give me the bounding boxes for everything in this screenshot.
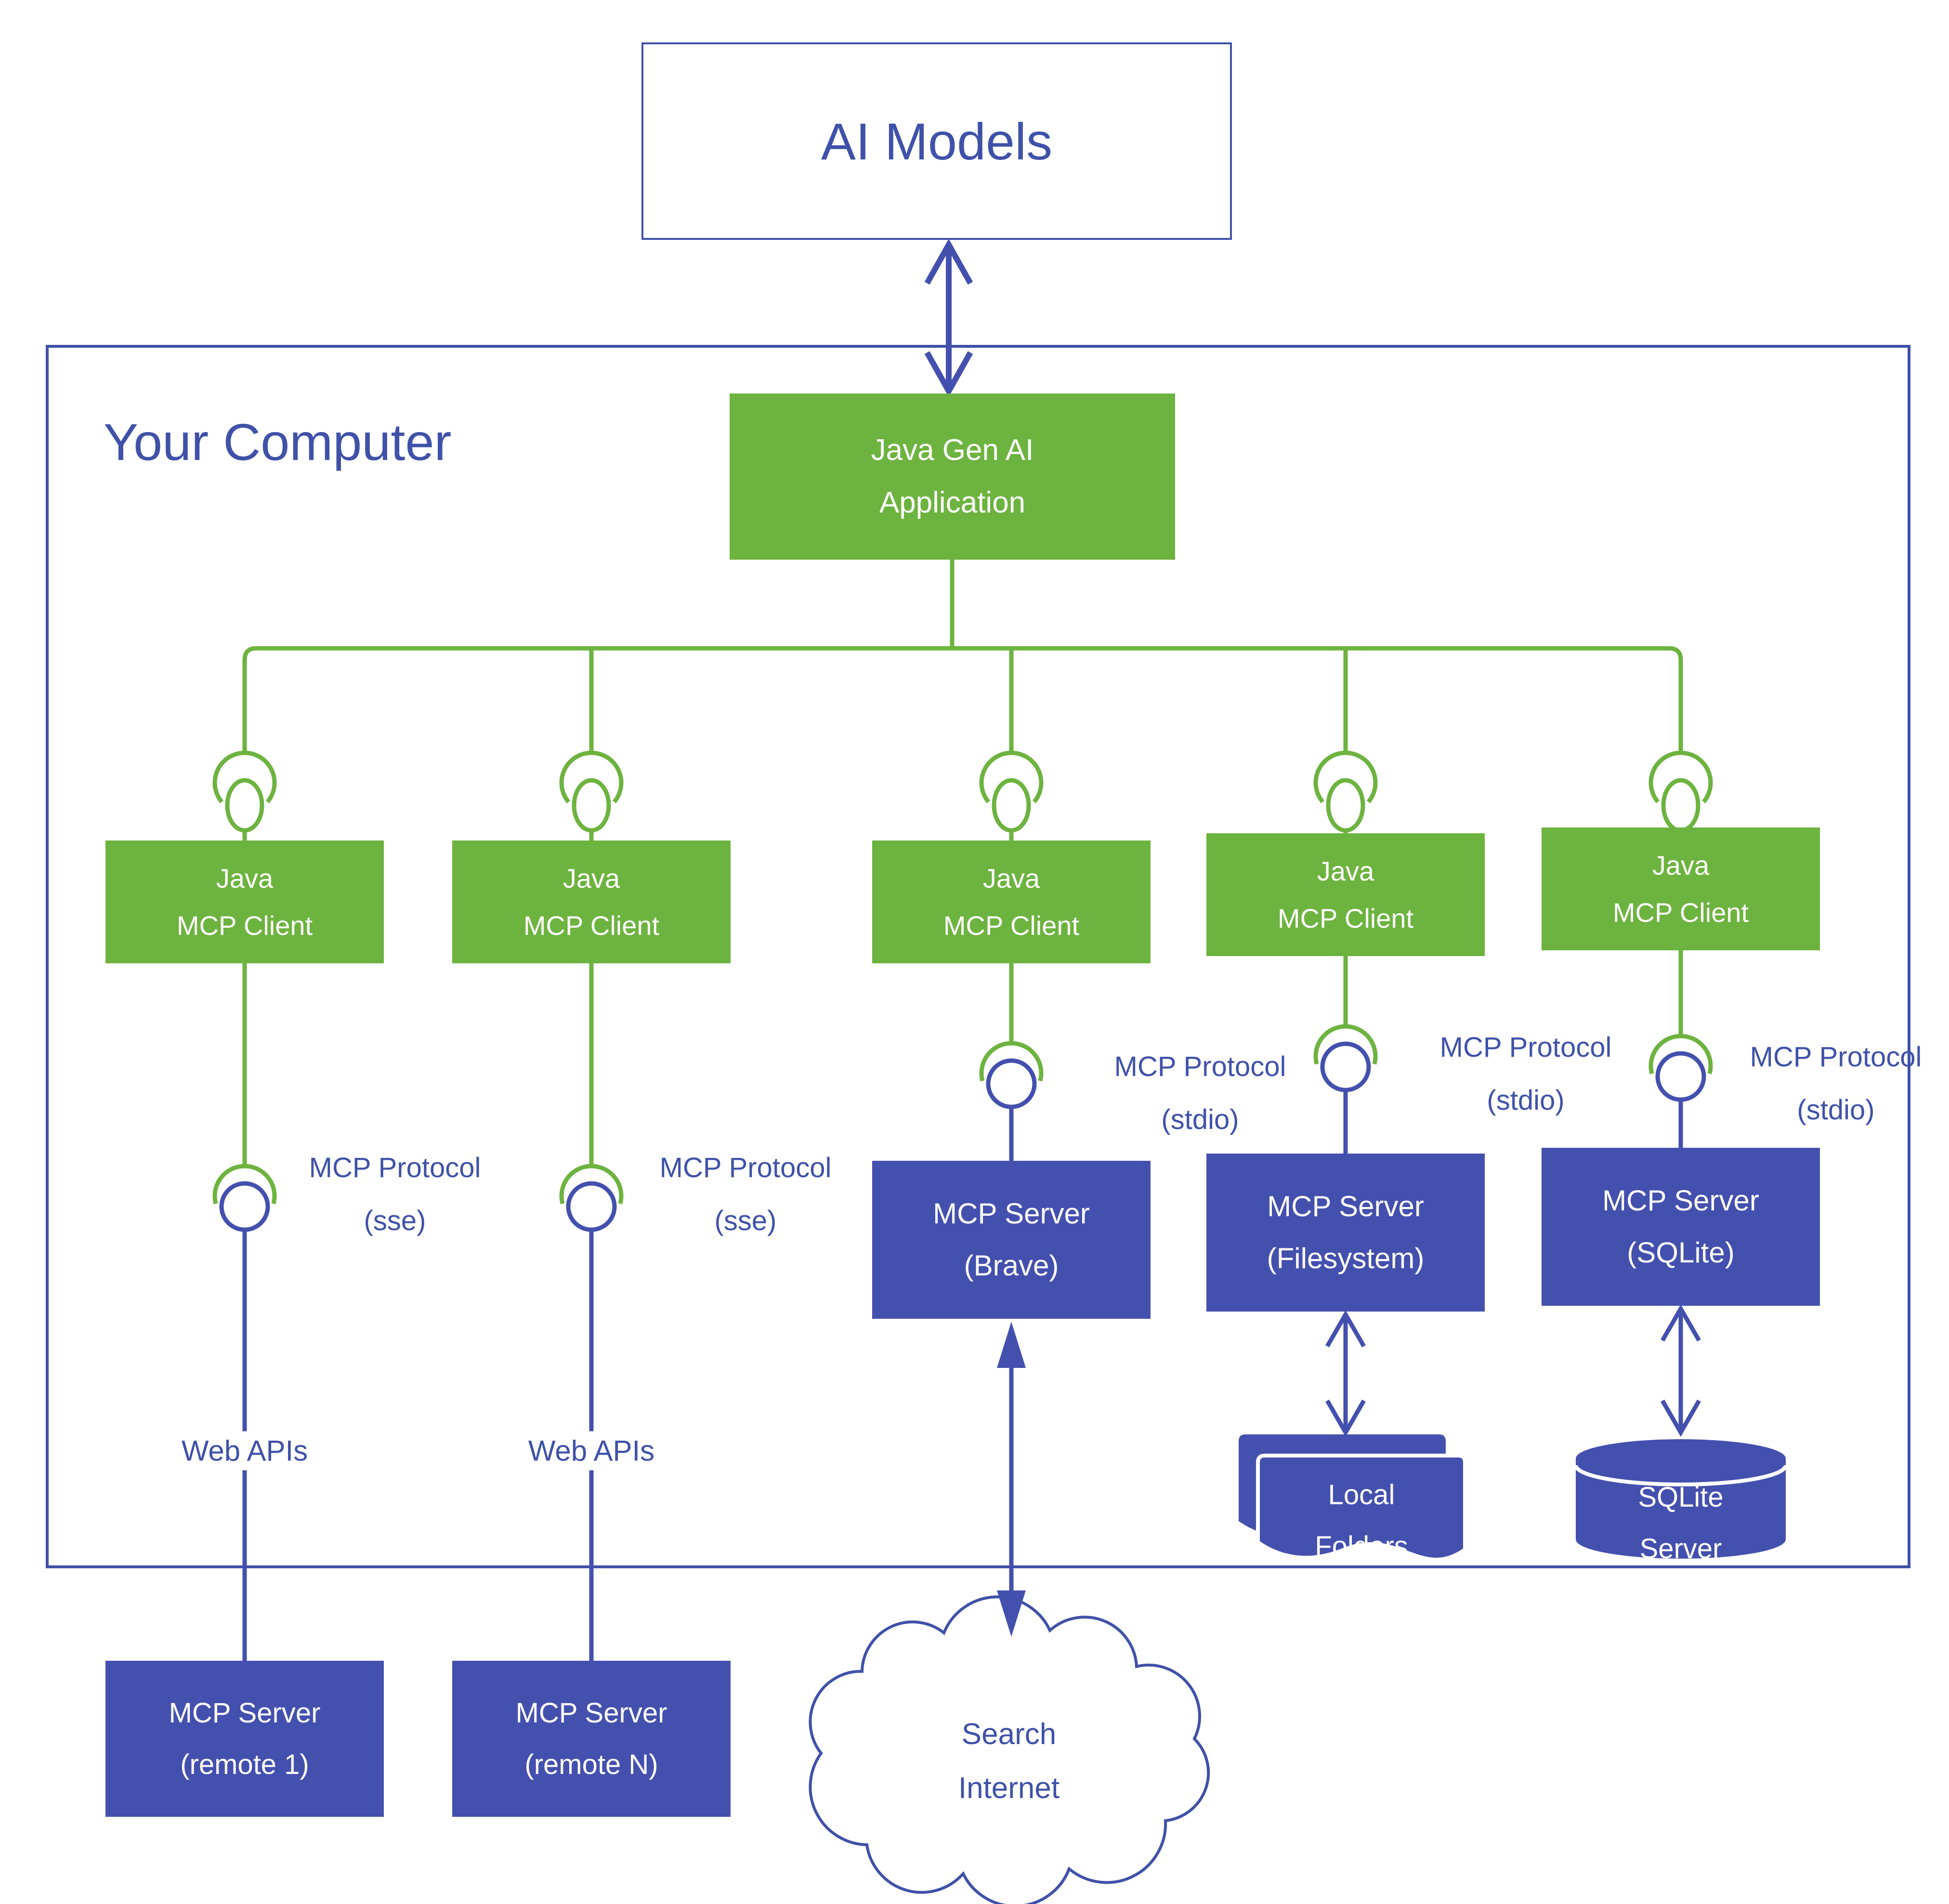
folders-line2: Folders bbox=[1315, 1531, 1408, 1563]
ai-models-box: AI Models bbox=[641, 42, 1232, 240]
client-line2: MCP Client bbox=[523, 910, 660, 941]
client-line1: Java bbox=[1317, 855, 1374, 886]
protocol-feed-lines bbox=[242, 950, 1683, 1166]
server-line2: (SQLite) bbox=[1627, 1236, 1735, 1269]
protocol-label-stdio-1: MCP Protocol (stdio) bbox=[1114, 1040, 1286, 1146]
local-folders-icon bbox=[1239, 1434, 1467, 1562]
server-box-filesystem: MCP Server (Filesystem) bbox=[1206, 1154, 1485, 1312]
client-box-2: Java MCP Client bbox=[452, 840, 731, 963]
client-box-1: Java MCP Client bbox=[105, 840, 384, 963]
sqlite-db-arrow bbox=[1661, 1304, 1701, 1437]
protocol-line1: MCP Protocol bbox=[659, 1152, 832, 1183]
search-internet-label: Search Internet bbox=[958, 1707, 1060, 1815]
web-apis-label-1: Web APIs bbox=[168, 1431, 322, 1471]
protocol-label-stdio-3: MCP Protocol (stdio) bbox=[1750, 1031, 1922, 1137]
protocol-line2: (sse) bbox=[364, 1205, 426, 1237]
client-box-5: Java MCP Client bbox=[1542, 827, 1820, 950]
ai-app-arrow bbox=[924, 238, 973, 397]
local-folders-label: Local Folders bbox=[1315, 1469, 1408, 1573]
filesystem-folders-arrow bbox=[1325, 1310, 1366, 1437]
protocol-line1: MCP Protocol bbox=[309, 1152, 481, 1183]
protocol-label-stdio-2: MCP Protocol (stdio) bbox=[1440, 1021, 1612, 1127]
client-line2: MCP Client bbox=[1612, 897, 1749, 928]
client-connector-tree bbox=[242, 560, 1683, 753]
protocol-label-sse-2: MCP Protocol (sse) bbox=[660, 1142, 832, 1247]
interface-icon bbox=[212, 750, 1713, 841]
client-line1: Java bbox=[562, 863, 620, 893]
protocol-socket-icon bbox=[212, 1024, 1713, 1232]
protocol-label-sse-1: MCP Protocol (sse) bbox=[309, 1142, 481, 1247]
sqlite-line1: SQLite bbox=[1638, 1482, 1724, 1513]
client-line2: MCP Client bbox=[1277, 903, 1414, 933]
client-line1: Java bbox=[216, 863, 274, 893]
client-line2: MCP Client bbox=[176, 910, 313, 941]
protocol-line2: (stdio) bbox=[1797, 1094, 1875, 1126]
server-box-sqlite: MCP Server (SQLite) bbox=[1542, 1148, 1820, 1306]
client-line1: Java bbox=[1652, 850, 1710, 880]
server-line2: (Brave) bbox=[964, 1249, 1059, 1282]
remote-server-box-1: MCP Server (remote 1) bbox=[105, 1661, 384, 1817]
database-cylinder-icon bbox=[1574, 1439, 1788, 1559]
cloud-line2: Internet bbox=[958, 1771, 1060, 1805]
gen-ai-app-box: Java Gen AI Application bbox=[730, 394, 1175, 560]
web-apis-label-2: Web APIs bbox=[514, 1431, 668, 1471]
server-line1: MCP Server bbox=[1267, 1190, 1424, 1222]
search-internet-cloud bbox=[809, 1595, 1210, 1904]
brave-cloud-arrow bbox=[997, 1322, 1026, 1637]
protocol-line1: MCP Protocol bbox=[1750, 1041, 1922, 1073]
gen-ai-app-line1: Java Gen AI bbox=[871, 433, 1034, 467]
server-line1: MCP Server bbox=[933, 1197, 1090, 1230]
cloud-line1: Search bbox=[961, 1718, 1057, 1751]
folders-line1: Local bbox=[1328, 1479, 1395, 1510]
server-line2: (Filesystem) bbox=[1267, 1242, 1425, 1274]
server-line1: MCP Server bbox=[1602, 1184, 1759, 1217]
protocol-line2: (sse) bbox=[714, 1205, 777, 1237]
your-computer-label: Your Computer bbox=[104, 413, 452, 471]
client-line1: Java bbox=[982, 863, 1040, 893]
client-line2: MCP Client bbox=[943, 910, 1080, 941]
remote-line1: MCP Server bbox=[169, 1697, 321, 1729]
remote-server-box-2: MCP Server (remote N) bbox=[452, 1661, 731, 1817]
protocol-line2: (stdio) bbox=[1161, 1104, 1239, 1136]
protocol-line1: MCP Protocol bbox=[1114, 1051, 1286, 1082]
remote-line2: (remote 1) bbox=[180, 1749, 309, 1780]
client-box-3: Java MCP Client bbox=[872, 840, 1151, 963]
server-box-brave: MCP Server (Brave) bbox=[872, 1161, 1151, 1319]
protocol-line2: (stdio) bbox=[1487, 1085, 1565, 1116]
ai-models-label: AI Models bbox=[821, 112, 1053, 171]
gen-ai-app-line2: Application bbox=[879, 486, 1026, 519]
client-box-4: Java MCP Client bbox=[1206, 833, 1485, 956]
remote-line1: MCP Server bbox=[515, 1697, 667, 1729]
protocol-line1: MCP Protocol bbox=[1439, 1032, 1612, 1063]
remote-line2: (remote N) bbox=[524, 1749, 658, 1780]
sqlite-server-label: SQLite Server bbox=[1638, 1471, 1723, 1575]
sqlite-line2: Server bbox=[1639, 1533, 1722, 1565]
